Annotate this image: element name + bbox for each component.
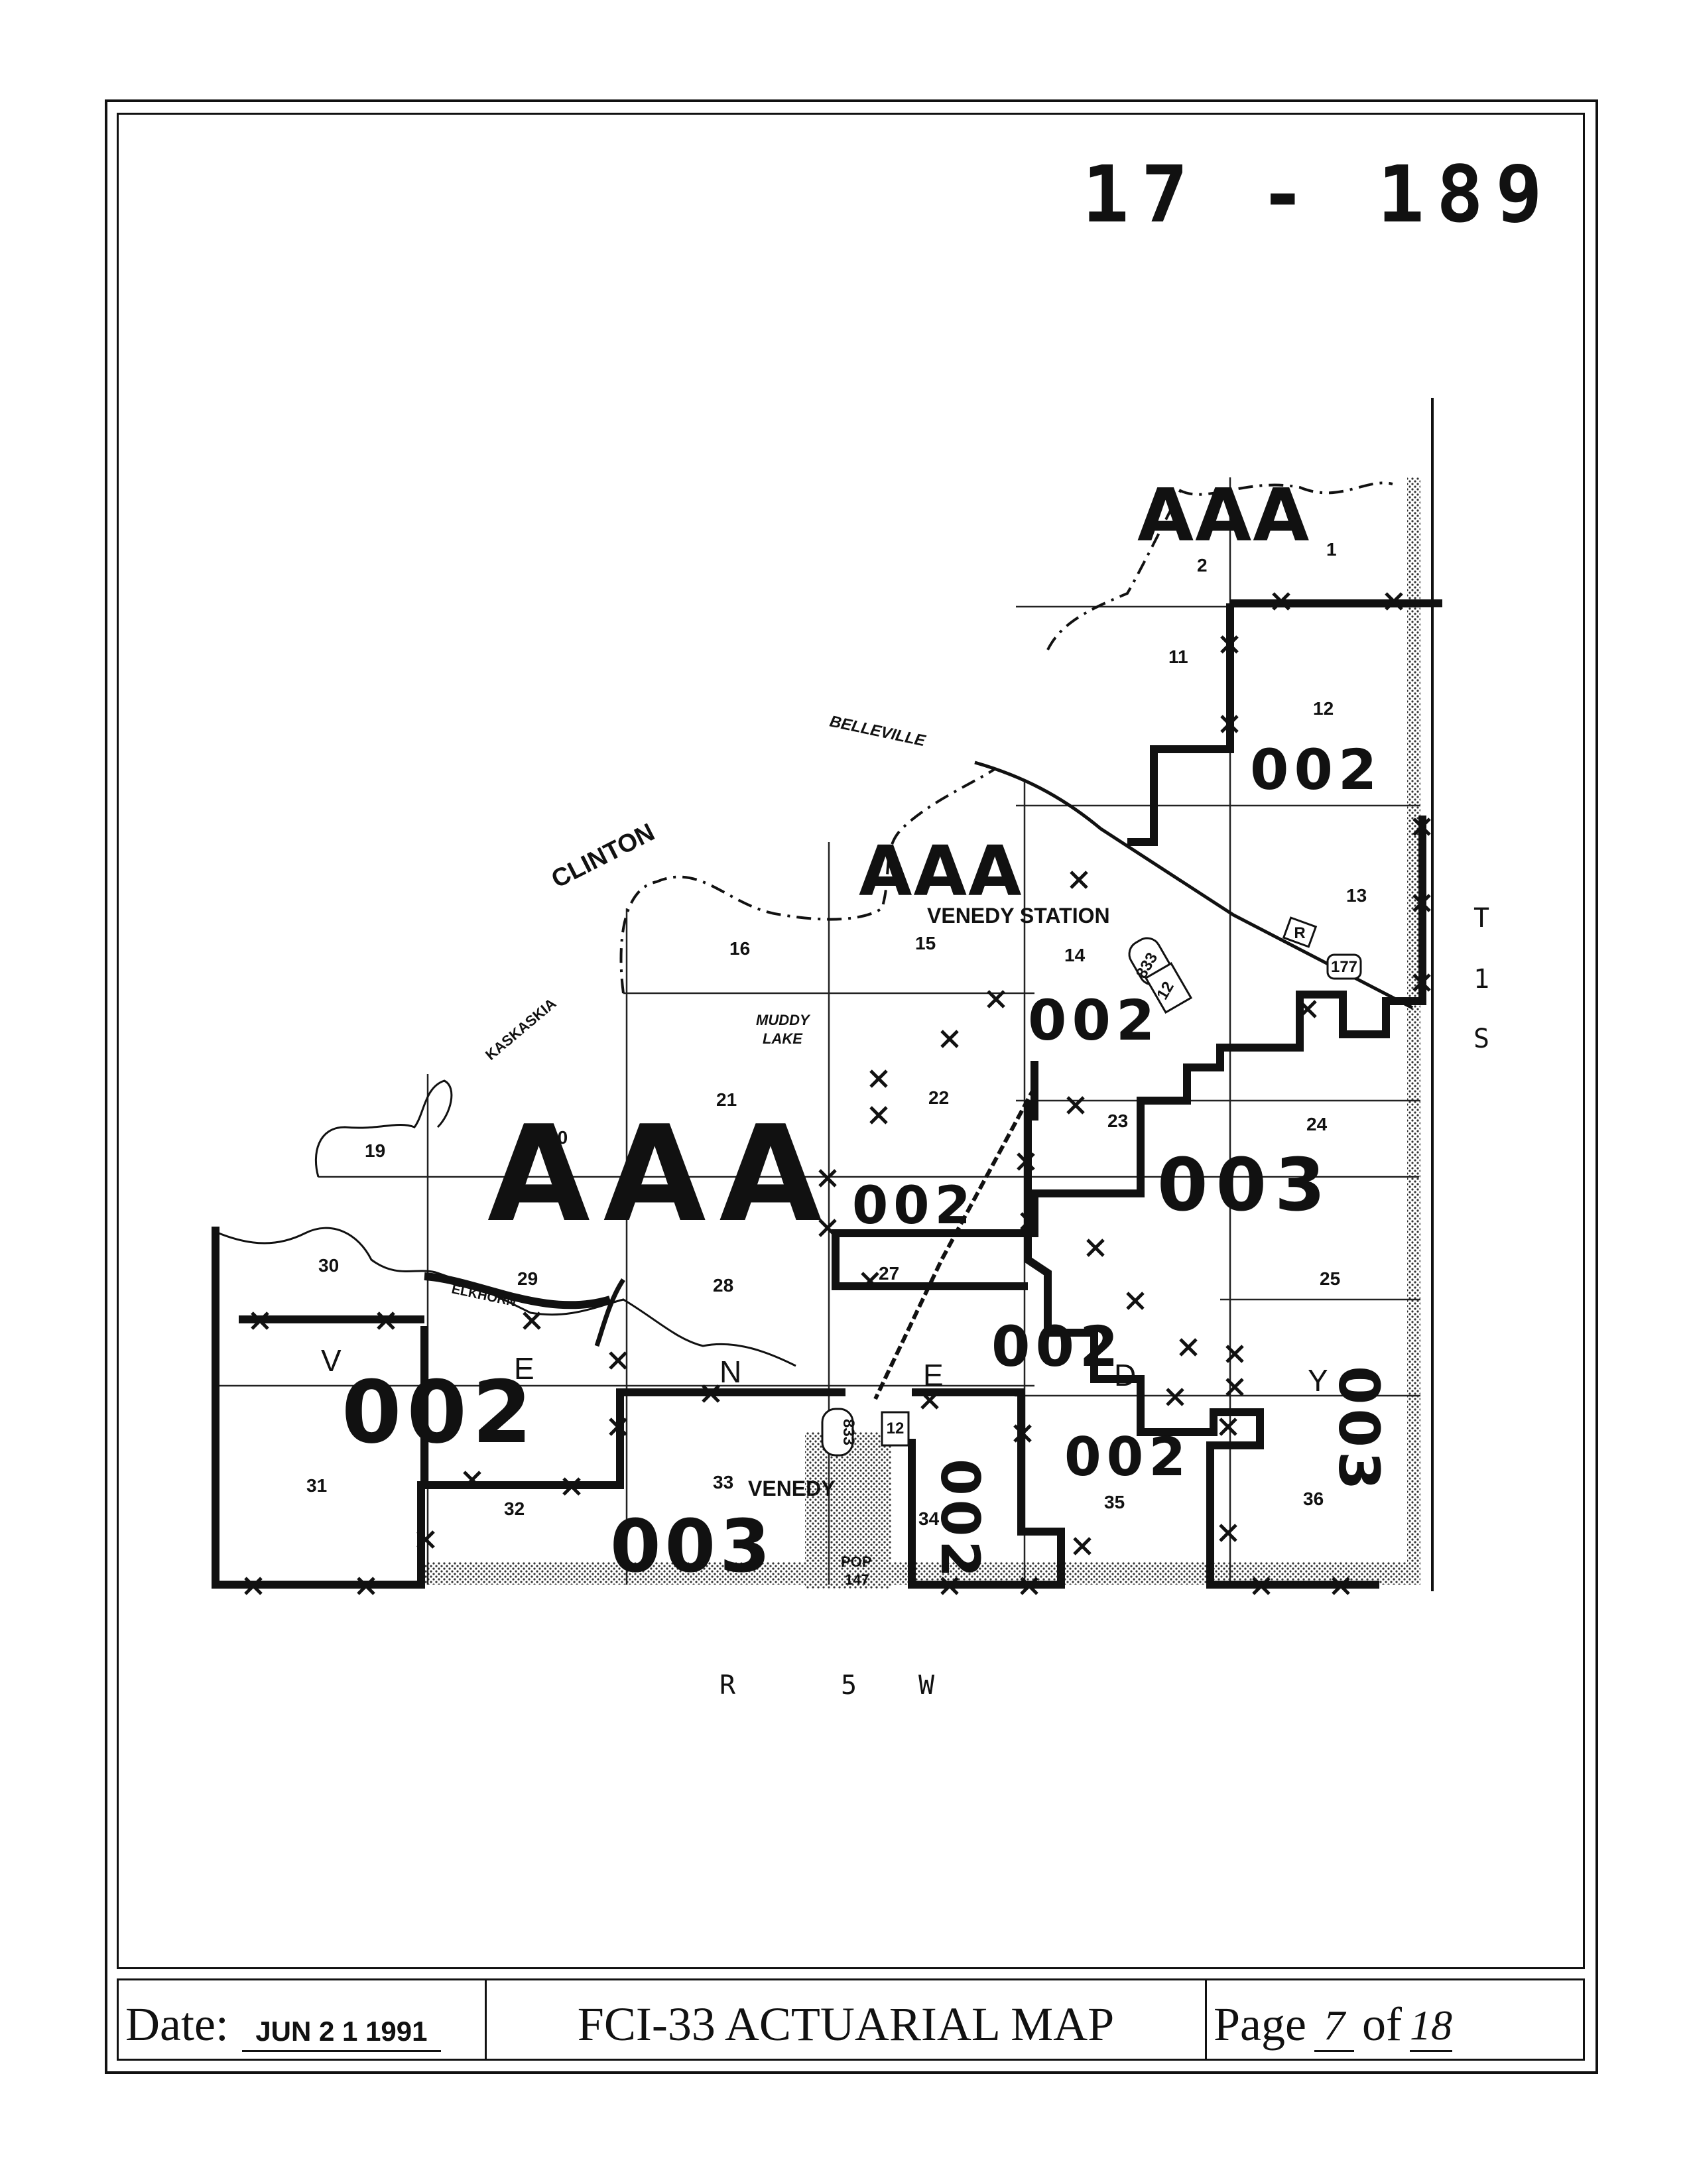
township-label: T 1 S <box>1473 903 1489 1054</box>
date-label: Date: <box>125 1998 229 2051</box>
boundary-markers <box>244 592 1431 1595</box>
route-177: 177 <box>1331 958 1357 976</box>
range-number: 5 <box>841 1670 857 1701</box>
section-11: 11 <box>1168 646 1188 667</box>
county-letter-n: N <box>719 1355 741 1389</box>
zone-aaa-north: AAA <box>1137 473 1310 558</box>
section-28: 28 <box>713 1275 733 1296</box>
township-t: T <box>1473 903 1489 934</box>
section-numbers: 1 2 11 12 13 14 15 16 19 20 21 22 23 24 … <box>306 539 1367 1529</box>
range-w: W <box>918 1670 935 1701</box>
venedy-station-label: VENEDY STATION <box>927 904 1110 928</box>
railroad <box>974 760 1414 1010</box>
kaskaskia-river <box>218 1079 796 1367</box>
page-number: 7 <box>1314 2001 1354 2052</box>
section-32: 32 <box>504 1498 525 1519</box>
zone-003-sec32: 003 <box>610 1504 775 1589</box>
elkhorn-road <box>594 1278 625 1347</box>
muddy-lake-label-1: MUDDY <box>756 1012 811 1028</box>
footer-bar: Date: JUN 2 1 1991 FCI-33 ACTUARIAL MAP … <box>117 1978 1585 2061</box>
section-14: 14 <box>1064 945 1086 965</box>
pop-label-1: POP <box>841 1553 871 1570</box>
pop-label-2: 147 <box>845 1571 869 1588</box>
kaskaskia-label: KASKASKIA <box>482 995 559 1063</box>
section-20: 20 <box>547 1127 568 1148</box>
zone-codes: AAA AAA AAA 002 002 002 002 002 002 003 … <box>342 473 1391 1589</box>
section-23: 23 <box>1107 1111 1128 1131</box>
section-33: 33 <box>713 1472 733 1492</box>
section-1: 1 <box>1326 539 1337 560</box>
belleville-label: BELLEVILLE <box>828 712 928 750</box>
county-boundary <box>619 481 1393 994</box>
township-number: 1 <box>1473 964 1489 995</box>
township-s: S <box>1473 1024 1489 1054</box>
section-34: 34 <box>918 1508 940 1529</box>
map-title: FCI-33 ACTUARIAL MAP <box>577 1998 1115 2051</box>
zone-002-west: 002 <box>342 1362 537 1463</box>
section-25: 25 <box>1320 1268 1340 1289</box>
page-total: 18 <box>1409 2001 1452 2052</box>
footer-page: Page 7 of 18 <box>1207 1980 1583 2059</box>
zone-002-sec34: 002 <box>929 1459 991 1581</box>
county-letter-v: V <box>321 1343 342 1378</box>
section-36: 36 <box>1303 1488 1324 1509</box>
range-label: R 5 W <box>719 1670 935 1701</box>
route-shields <box>821 916 1362 1457</box>
zone-aaa-station: AAA <box>859 831 1023 912</box>
zone-boundaries <box>212 599 1442 1589</box>
section-15: 15 <box>915 933 936 953</box>
venedy-label: VENEDY <box>748 1477 836 1500</box>
section-21: 21 <box>716 1089 737 1110</box>
route-833-south: 833 <box>840 1419 857 1445</box>
zone-002-sec35: 002 <box>1064 1426 1191 1488</box>
zone-002-sec22: 002 <box>852 1176 976 1236</box>
section-29: 29 <box>517 1268 538 1289</box>
footer-date: Date: JUN 2 1 1991 <box>119 1980 487 2059</box>
zone-002-sec14: 002 <box>1028 988 1160 1053</box>
section-30: 30 <box>318 1255 339 1276</box>
route-r: R <box>1294 924 1305 942</box>
section-35: 35 <box>1104 1492 1125 1512</box>
section-22: 22 <box>928 1087 949 1108</box>
route-12-south: 12 <box>887 1420 905 1437</box>
page-of-label: of <box>1361 1998 1402 2051</box>
county-letter-e: E <box>514 1351 534 1386</box>
date-value: JUN 2 1 1991 <box>241 2016 441 2052</box>
zone-002-sec26: 002 <box>991 1314 1123 1379</box>
footer-title: FCI-33 ACTUARIAL MAP <box>487 1980 1207 2059</box>
map-frame <box>117 113 1585 1969</box>
map-id: 17 - 189 <box>1082 149 1554 240</box>
section-24: 24 <box>1306 1114 1328 1134</box>
county-letter-d: D <box>1114 1358 1136 1392</box>
section-12: 12 <box>1313 698 1334 719</box>
county-letter-y: Y <box>1308 1363 1328 1398</box>
section-31: 31 <box>306 1475 327 1496</box>
section-2: 2 <box>1197 555 1208 576</box>
zone-003-sec36: 003 <box>1326 1366 1391 1494</box>
county-letter-e2: E <box>923 1358 944 1392</box>
route-833-road <box>873 1086 1036 1400</box>
section-27: 27 <box>879 1263 899 1284</box>
section-16: 16 <box>729 938 750 959</box>
zone-002-sec12: 002 <box>1250 737 1382 802</box>
section-19: 19 <box>365 1140 385 1161</box>
range-r: R <box>719 1670 736 1701</box>
zone-aaa-west: AAA <box>487 1097 835 1252</box>
zone-003-sec23: 003 <box>1157 1142 1334 1227</box>
clinton-label: CLINTON <box>547 818 659 894</box>
muddy-lake-label-2: LAKE <box>763 1030 803 1047</box>
page-label: Page <box>1214 1998 1306 2051</box>
section-13: 13 <box>1346 885 1367 906</box>
shaded-east-edge <box>1407 477 1420 1585</box>
page-frame <box>105 99 1598 2074</box>
venedy-town-shading <box>805 1432 891 1589</box>
